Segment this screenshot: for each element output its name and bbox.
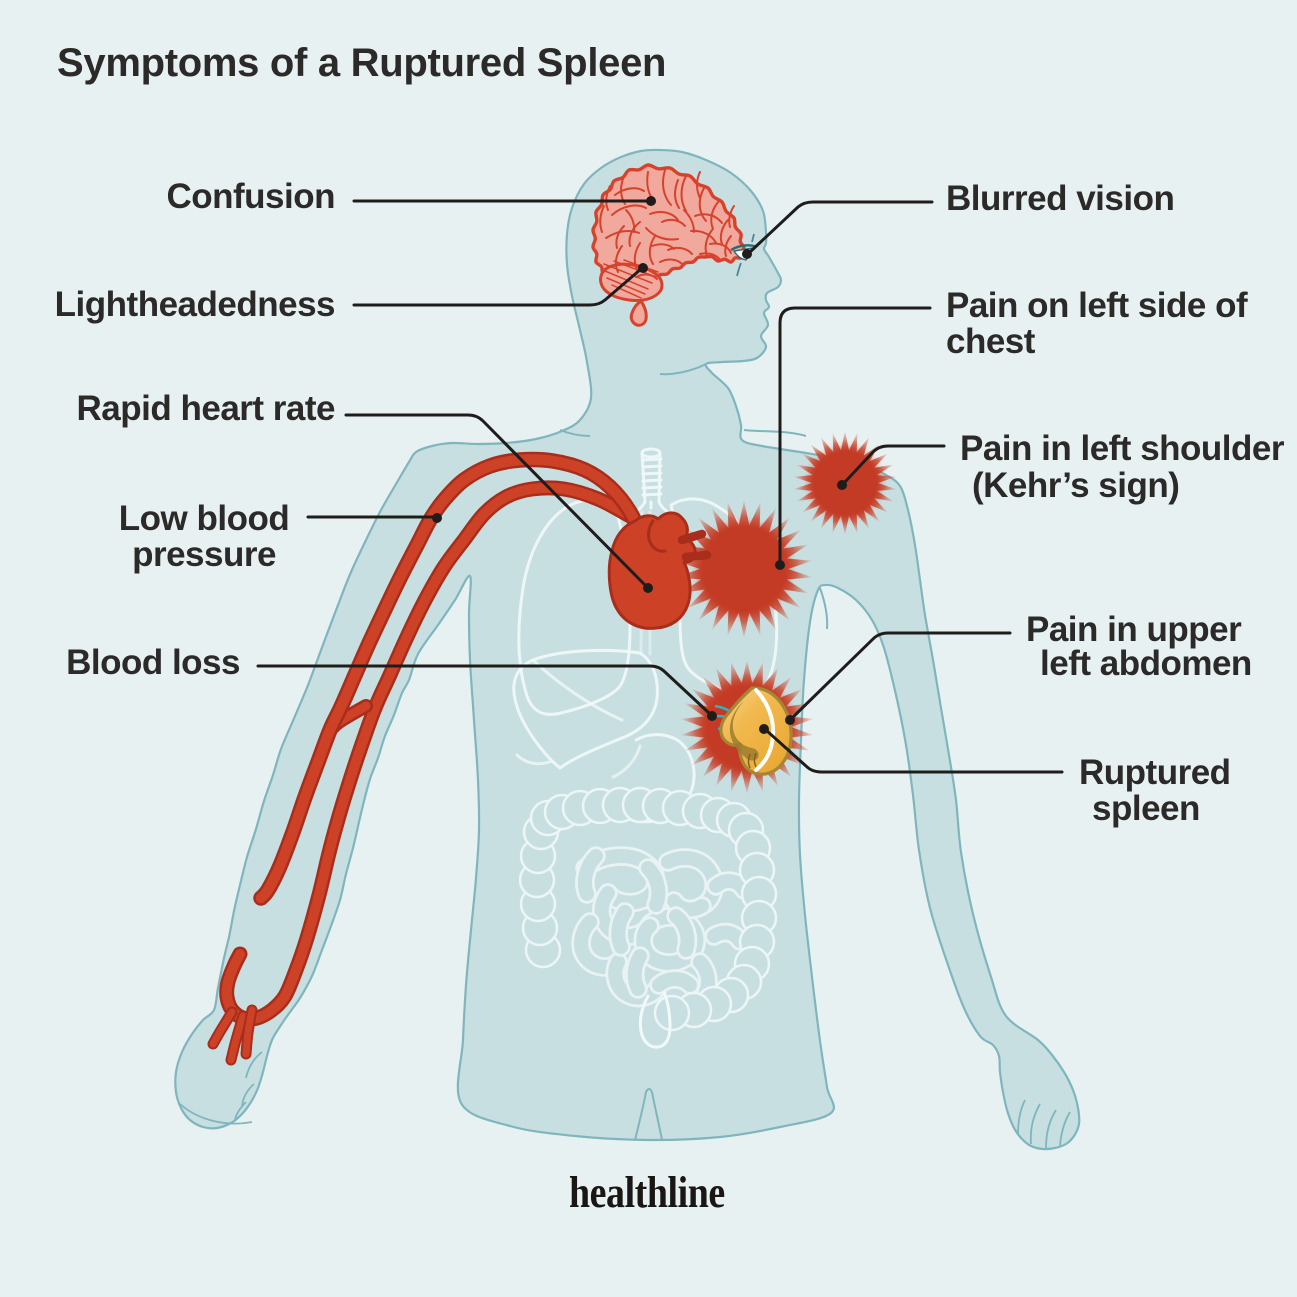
svg-text:left abdomen: left abdomen <box>1040 644 1252 683</box>
svg-text:healthline: healthline <box>569 1167 725 1216</box>
svg-text:Ruptured: Ruptured <box>1079 753 1231 792</box>
svg-text:pressure: pressure <box>132 535 276 574</box>
svg-text:Rapid heart rate: Rapid heart rate <box>77 389 335 428</box>
svg-text:Confusion: Confusion <box>166 177 335 216</box>
svg-text:(Kehr’s sign): (Kehr’s sign) <box>972 466 1179 505</box>
svg-text:Symptoms of a Ruptured Spleen: Symptoms of a Ruptured Spleen <box>57 41 666 85</box>
svg-text:Pain in left shoulder: Pain in left shoulder <box>960 429 1285 468</box>
svg-text:Pain in upper: Pain in upper <box>1026 610 1242 649</box>
svg-text:Pain on left side of: Pain on left side of <box>946 286 1248 325</box>
svg-text:spleen: spleen <box>1092 789 1200 828</box>
svg-text:Low blood: Low blood <box>119 499 289 538</box>
svg-text:Blood loss: Blood loss <box>66 643 240 682</box>
svg-text:Blurred vision: Blurred vision <box>946 179 1174 218</box>
svg-text:chest: chest <box>946 322 1036 361</box>
svg-text:Lightheadedness: Lightheadedness <box>55 285 335 324</box>
